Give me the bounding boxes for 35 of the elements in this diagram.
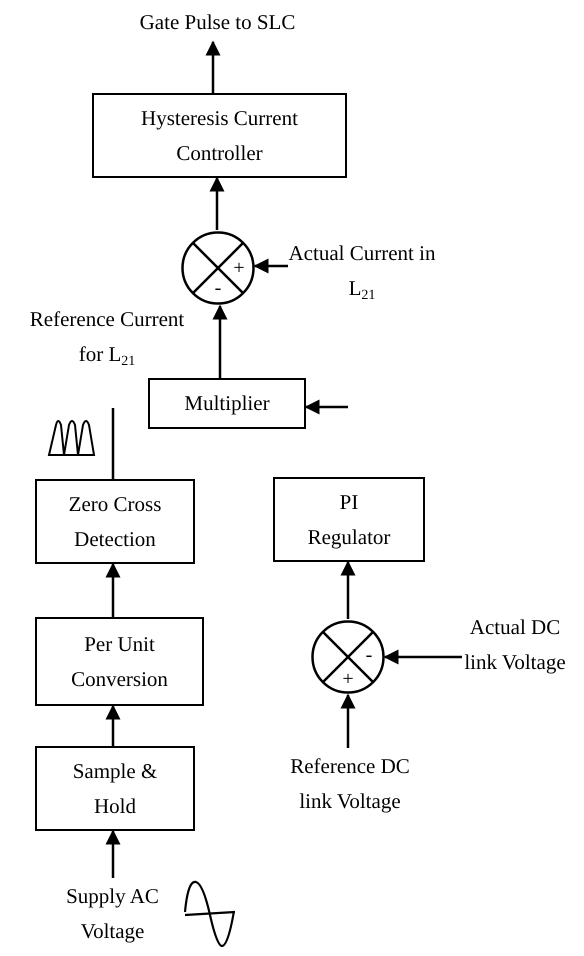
process-box xyxy=(35,479,195,564)
signal-label: Reference DC link Voltage xyxy=(262,748,438,820)
block-label: Zero Cross Detection xyxy=(68,490,162,552)
arrow xyxy=(206,40,220,93)
arrow xyxy=(106,830,120,878)
sign-symbol: - xyxy=(366,645,372,665)
process-box xyxy=(35,617,204,706)
summing-junction xyxy=(311,619,385,695)
process-box xyxy=(92,93,347,178)
process-box xyxy=(148,378,306,429)
block-label: Per Unit Conversion xyxy=(70,630,169,692)
summing-junction xyxy=(181,230,255,306)
arrow xyxy=(304,400,348,414)
signal-label: Actual Current in L$_{21}$ xyxy=(288,236,436,306)
arrow xyxy=(212,304,228,378)
arrow xyxy=(340,694,356,748)
block-label: PI Regulator xyxy=(306,488,392,550)
arrow xyxy=(254,258,288,274)
process-box xyxy=(273,477,425,562)
sign-symbol: + xyxy=(342,669,354,689)
signal-label: Reference Current for L$_{21}$ xyxy=(28,306,186,371)
sign-symbol: - xyxy=(214,278,222,298)
arrow xyxy=(384,650,462,664)
signal-label: Actual DC link Voltage xyxy=(462,586,568,704)
signal-label: Gate Pulse to SLC xyxy=(110,2,325,42)
block-label: Multiplier xyxy=(184,390,270,417)
block-label: Hysteresis Current Controller xyxy=(140,104,299,166)
sign-symbol: + xyxy=(233,258,245,278)
arrow xyxy=(106,562,120,617)
block-label: Sample & Hold xyxy=(72,758,158,820)
arrow xyxy=(210,176,224,230)
arrow xyxy=(106,704,120,746)
signal-label: Supply AC Voltage xyxy=(50,878,175,950)
process-box xyxy=(35,746,195,831)
arrow xyxy=(340,560,356,619)
